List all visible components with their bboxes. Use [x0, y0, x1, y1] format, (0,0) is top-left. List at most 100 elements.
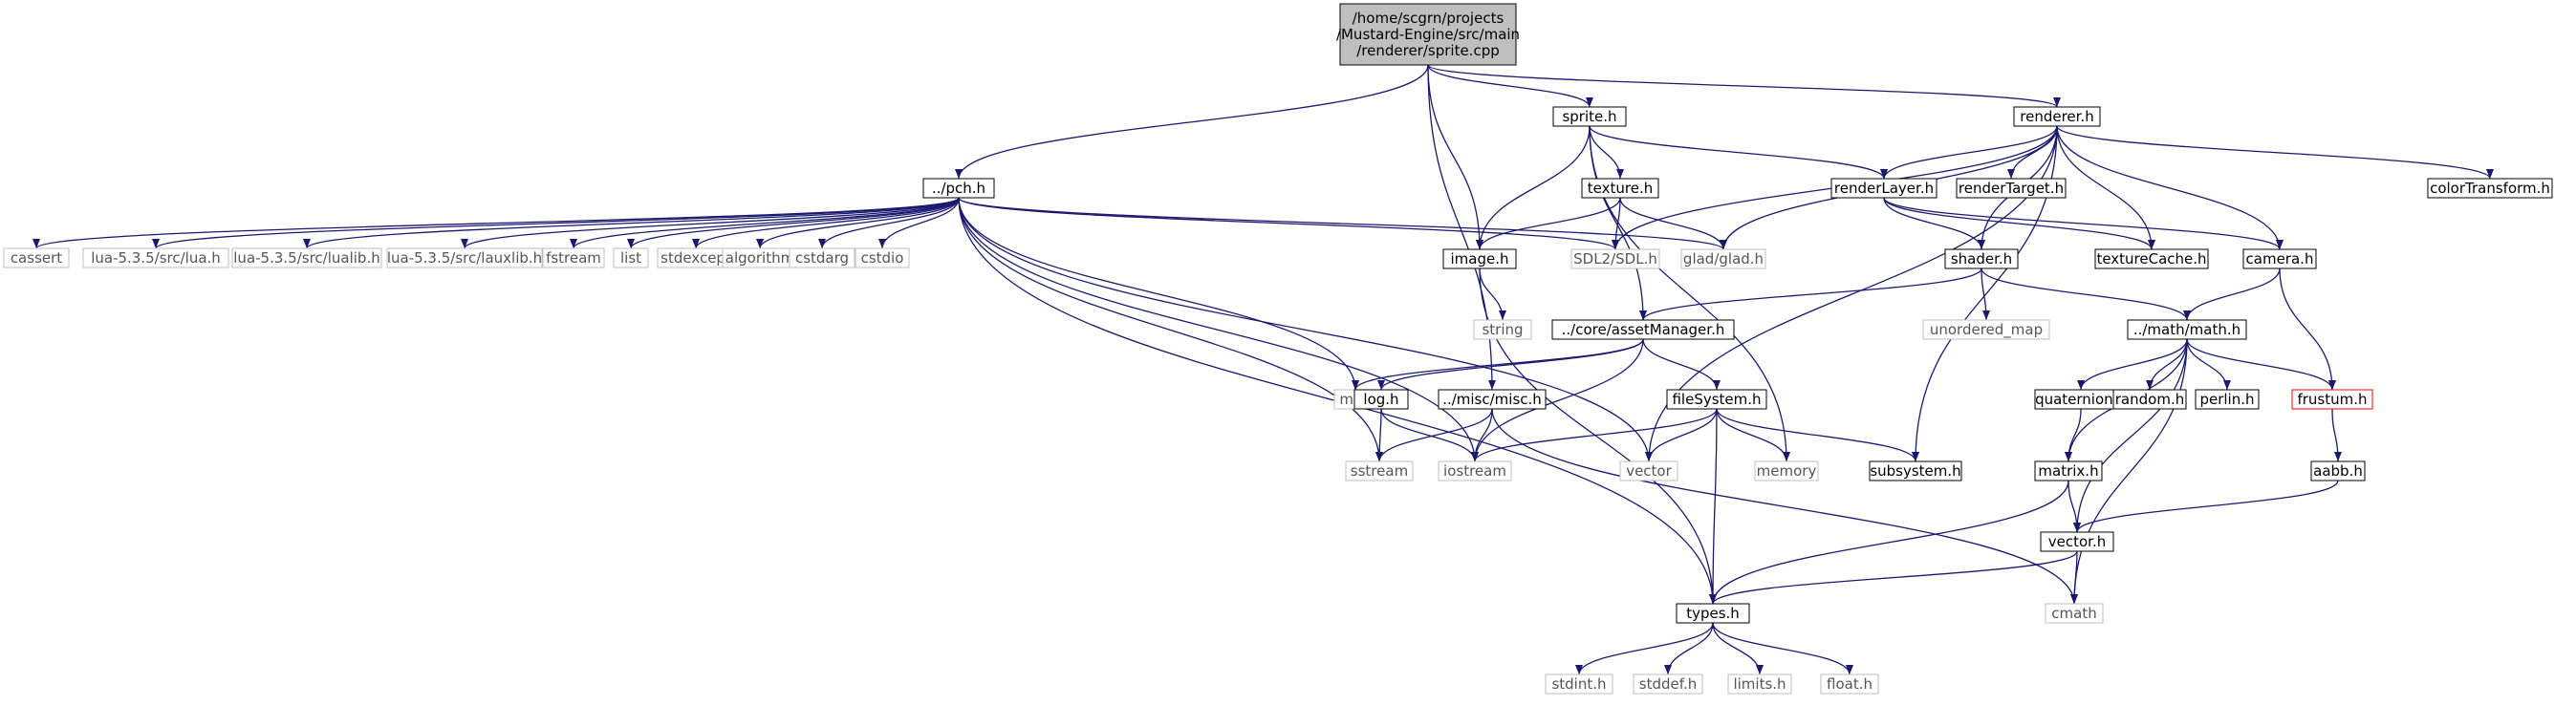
node-box-sprite	[1552, 106, 1627, 127]
node-label-root-line-2: /renderer/sprite.cpp	[1356, 42, 1500, 59]
node-camera[interactable]: camera.h	[2242, 248, 2317, 269]
edge-matrix-to-vectorh	[2067, 480, 2081, 533]
node-vectorh[interactable]: vector.h	[2040, 531, 2114, 552]
node-label-string: string	[1482, 321, 1523, 338]
node-vector: vector	[1619, 460, 1678, 481]
node-random[interactable]: random.h	[2112, 389, 2187, 410]
node-pch[interactable]: ../pch.h	[922, 178, 995, 199]
node-box-limits	[1727, 674, 1792, 695]
node-label-pch: ../pch.h	[932, 180, 985, 197]
node-layer: /home/scgrn/projects/Mustard-Engine/src/…	[3, 3, 2553, 695]
node-unordered_map: unordered_map	[1922, 319, 2050, 340]
node-box-math	[2127, 319, 2247, 340]
node-label-frustum: frustum.h	[2297, 391, 2367, 408]
node-box-misc	[1438, 389, 1547, 410]
edge-root-to-sprite	[1427, 64, 1593, 108]
node-quaternion[interactable]: quaternion.h	[2034, 389, 2128, 410]
node-renderer[interactable]: renderer.h	[2013, 106, 2101, 127]
node-cassert: cassert	[3, 247, 70, 268]
edge-pch-to-cassert	[32, 197, 960, 249]
edge-math-to-vectorh	[2073, 338, 2188, 533]
edge-renderer-to-renderLayer	[1880, 125, 2058, 180]
node-matrix[interactable]: matrix.h	[2034, 460, 2103, 481]
node-math[interactable]: ../math/math.h	[2127, 319, 2247, 340]
node-label-algorithm: algorithm	[725, 249, 794, 267]
node-box-subsystem	[1869, 460, 1962, 481]
node-colorTransform[interactable]: colorTransform.h	[2427, 178, 2553, 199]
node-box-shader	[1944, 248, 2019, 269]
node-stdint: stdint.h	[1545, 674, 1613, 695]
node-box-unordered_map	[1922, 319, 2050, 340]
node-fileSystem[interactable]: fileSystem.h	[1666, 389, 1767, 410]
node-box-sdl	[1570, 248, 1660, 269]
edge-texture-to-image	[1476, 197, 1621, 250]
edge-texture-to-sdl	[1612, 197, 1621, 250]
node-box-iostream	[1438, 460, 1512, 481]
node-textureCache[interactable]: textureCache.h	[2094, 248, 2209, 269]
node-aabb[interactable]: aabb.h	[2310, 460, 2366, 481]
edge-math-to-quaternion	[2077, 338, 2188, 391]
node-box-cassert	[3, 247, 70, 268]
edge-root-to-pch	[955, 64, 1429, 180]
edge-camera-to-math	[2183, 267, 2281, 321]
node-box-lua	[82, 247, 229, 268]
edge-renderer-to-renderTarget	[2007, 125, 2058, 180]
node-box-root	[1339, 3, 1517, 66]
node-box-lauxlib	[386, 247, 543, 268]
node-log[interactable]: log.h	[1353, 389, 1409, 410]
node-label-types: types.h	[1686, 605, 1740, 622]
node-box-fileSystem	[1666, 389, 1767, 410]
node-image[interactable]: image.h	[1442, 248, 1517, 269]
node-label-stdexcept: stdexcept	[660, 249, 731, 267]
node-lauxlib: lua-5.3.5/src/lauxlib.h	[386, 247, 543, 268]
node-label-lua: lua-5.3.5/src/lua.h	[91, 249, 221, 267]
edge-pch-to-cstdarg	[818, 197, 960, 249]
node-stddef: stddef.h	[1633, 674, 1703, 695]
node-box-renderer	[2013, 106, 2101, 127]
edge-shader-to-math	[1981, 267, 2191, 321]
node-texture[interactable]: texture.h	[1581, 178, 1659, 199]
edge-sprite-to-texture	[1589, 125, 1624, 180]
edge-misc-to-sstream	[1375, 408, 1493, 462]
node-cstdio: cstdio	[855, 247, 910, 268]
edge-sprite-to-renderLayer	[1589, 125, 1888, 180]
node-renderLayer[interactable]: renderLayer.h	[1830, 178, 1937, 199]
edge-vectorh-to-types	[1709, 550, 2078, 605]
node-assetManager[interactable]: ../core/assetManager.h	[1551, 319, 1735, 340]
node-label-memory: memory	[1757, 462, 1817, 480]
node-types[interactable]: types.h	[1676, 603, 1750, 624]
node-perlin[interactable]: perlin.h	[2195, 389, 2260, 410]
edge-renderer-to-subsystem	[1912, 125, 2058, 462]
node-label-root-line-0: /home/scgrn/projects	[1353, 10, 1504, 27]
node-box-stdint	[1545, 674, 1613, 695]
edge-pch-to-algorithm	[756, 197, 960, 249]
node-label-colorTransform: colorTransform.h	[2430, 180, 2550, 197]
node-box-assetManager	[1551, 319, 1735, 340]
edge-assetManager-to-map	[1352, 338, 1644, 391]
edge-types-to-float	[1712, 622, 1853, 675]
node-cstdarg: cstdarg	[789, 247, 855, 268]
node-box-vectorh	[2040, 531, 2114, 552]
edge-sprite-to-memory	[1589, 125, 1790, 462]
node-label-cstdarg: cstdarg	[795, 249, 849, 267]
edge-fileSystem-to-memory	[1716, 408, 1790, 462]
node-shader[interactable]: shader.h	[1944, 248, 2019, 269]
edge-renderer-to-textureCache	[2056, 125, 2155, 250]
node-label-quaternion: quaternion.h	[2035, 391, 2127, 408]
edge-assetManager-to-iostream	[1471, 338, 1644, 462]
node-lua: lua-5.3.5/src/lua.h	[82, 247, 229, 268]
node-sprite[interactable]: sprite.h	[1552, 106, 1627, 127]
node-box-float	[1820, 674, 1879, 695]
node-subsystem[interactable]: subsystem.h	[1869, 460, 1962, 481]
edge-sprite-to-image	[1476, 125, 1591, 250]
node-label-misc: ../misc/misc.h	[1442, 391, 1542, 408]
node-box-fstream	[542, 247, 605, 268]
node-misc[interactable]: ../misc/misc.h	[1438, 389, 1547, 410]
node-list: list	[613, 247, 649, 268]
node-box-textureCache	[2094, 248, 2209, 269]
node-label-stddef: stddef.h	[1639, 675, 1697, 693]
node-renderTarget[interactable]: renderTarget.h	[1956, 178, 2067, 199]
edge-pch-to-glad	[958, 197, 1727, 250]
node-box-sstream	[1345, 460, 1414, 481]
